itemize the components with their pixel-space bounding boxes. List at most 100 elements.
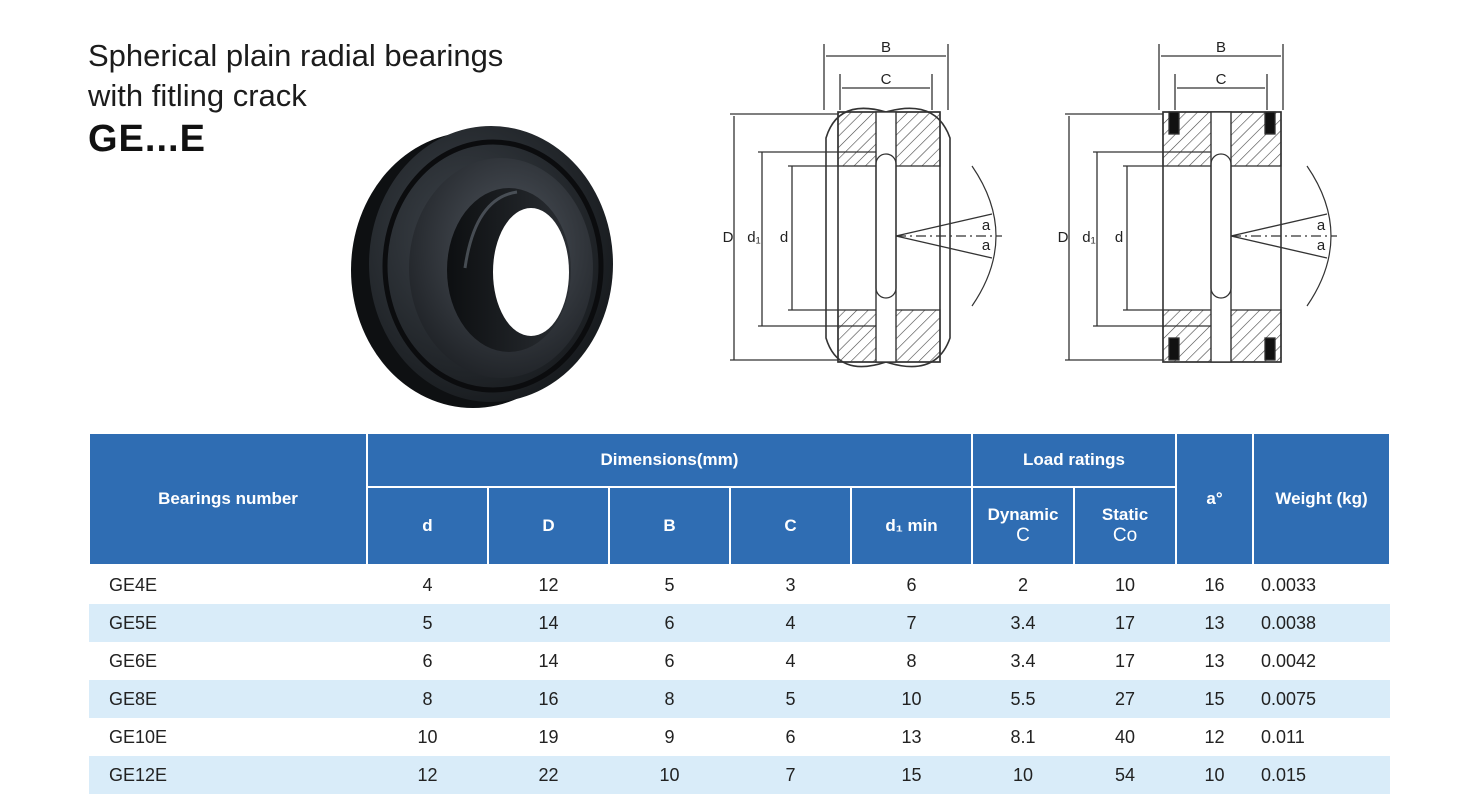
cell-a: 13 <box>1204 650 1225 671</box>
header-dynamic-label: Dynamic <box>987 505 1059 524</box>
cell-d: 6 <box>422 650 433 671</box>
cell-weight: 0.0033 <box>1261 574 1317 595</box>
cell-D: 12 <box>538 574 559 595</box>
cell-a: 12 <box>1204 726 1225 747</box>
cell-D: 16 <box>488 680 609 718</box>
label-D: D <box>1058 229 1069 246</box>
header-static: Static Co <box>1072 486 1178 566</box>
model-series: GE...E <box>88 118 206 160</box>
cell-d: 12 <box>367 756 488 794</box>
table-row: GE12E 12 22 10 7 15 10 54 10 0.015 <box>89 756 1391 794</box>
cell-weight: 0.0042 <box>1261 650 1317 671</box>
cell-C: 4 <box>785 650 796 671</box>
title-line-2: with fitling crack <box>88 78 307 113</box>
header-a-angle: a° <box>1175 432 1255 566</box>
header-bearing-number: Bearings number <box>88 432 368 566</box>
bearing-spec-table: Bearings number Dimensions(mm) Load rati… <box>88 432 1392 794</box>
cell-static: 54 <box>1074 756 1177 794</box>
cell-bearing-number: GE5E <box>89 604 367 642</box>
cell-d: 10 <box>417 726 438 747</box>
cell-B: 8 <box>609 680 730 718</box>
header-C: C <box>729 486 852 566</box>
cell-dynamic: 3.4 <box>972 604 1074 642</box>
cell-d1-min: 10 <box>851 680 972 718</box>
cell-d1-min: 6 <box>906 574 917 595</box>
cell-d1-min: 13 <box>901 726 922 747</box>
cell-a: 10 <box>1176 756 1254 794</box>
label-a-top: a <box>1317 217 1326 234</box>
table-row: GE4E 4 12 5 3 6 2 10 16 0.0033 <box>89 565 1390 604</box>
cell-d1-min: 7 <box>851 604 972 642</box>
cell-d1-min: 8 <box>906 650 917 671</box>
table-row: GE6E 6 14 6 4 8 3.4 17 13 0.0042 <box>89 642 1390 680</box>
cell-static: 10 <box>1114 574 1136 595</box>
cell-a: 15 <box>1176 680 1254 718</box>
header-dimensions: Dimensions(mm) <box>366 432 973 488</box>
label-C: C <box>881 71 892 88</box>
label-B: B <box>881 39 891 56</box>
cell-a: 13 <box>1176 604 1254 642</box>
cell-a: 16 <box>1204 574 1225 595</box>
cell-C: 4 <box>730 604 851 642</box>
cross-section-drawing-left: B C D d₁ d a a <box>723 39 1002 368</box>
cell-bearing-number: GE8E <box>89 680 367 718</box>
label-a-bottom: a <box>1317 237 1326 254</box>
cell-B: 6 <box>664 650 675 671</box>
header-dynamic-symbol: C <box>1016 525 1030 546</box>
label-a-top: a <box>982 217 991 234</box>
cell-B: 6 <box>609 604 730 642</box>
cell-D: 14 <box>488 604 609 642</box>
header-static-symbol: Co <box>1112 525 1138 546</box>
header-dynamic: Dynamic C <box>971 486 1075 566</box>
table-row: GE8E 8 16 8 5 10 5.5 27 15 0.0075 <box>89 680 1391 718</box>
cell-bearing-number: GE4E <box>109 574 158 595</box>
header-d: d <box>366 486 489 566</box>
bearing-photo <box>351 126 613 408</box>
table-row: GE5E 5 14 6 4 7 3.4 17 13 0.0038 <box>89 604 1391 642</box>
cell-C: 7 <box>730 756 851 794</box>
header-d1-min: d₁ min <box>850 486 973 566</box>
header-D: D <box>487 486 610 566</box>
label-C: C <box>1216 71 1227 88</box>
cell-d: 5 <box>367 604 488 642</box>
header-load-ratings: Load ratings <box>970 432 1178 488</box>
cell-static: 17 <box>1074 604 1177 642</box>
cell-B: 9 <box>664 726 675 747</box>
label-D: D <box>723 229 734 246</box>
label-d1: d₁ <box>747 229 760 246</box>
label-a-bottom: a <box>982 237 991 254</box>
cross-section-drawing-right: B C D d₁ d a a <box>1058 39 1337 363</box>
cell-bearing-number: GE10E <box>109 726 168 747</box>
cell-C: 5 <box>730 680 851 718</box>
cell-dynamic: 10 <box>972 756 1074 794</box>
cell-dynamic: 3.4 <box>1010 650 1036 671</box>
title-line-1: Spherical plain radial bearings <box>88 38 504 73</box>
cell-d1-min: 15 <box>851 756 972 794</box>
label-B: B <box>1216 39 1226 56</box>
cell-C: 6 <box>785 726 796 747</box>
cell-B: 10 <box>609 756 730 794</box>
cell-weight: 0.0075 <box>1253 680 1391 718</box>
cell-weight: 0.0038 <box>1253 604 1391 642</box>
cell-d: 4 <box>422 574 433 595</box>
cell-d: 8 <box>367 680 488 718</box>
label-d: d <box>780 229 788 246</box>
cell-dynamic: 8.1 <box>1010 726 1036 747</box>
page-title: Spherical plain radial bearings with fit… <box>88 36 503 116</box>
cell-static: 40 <box>1114 726 1136 747</box>
cell-dynamic: 5.5 <box>972 680 1074 718</box>
header-weight: Weight (kg) <box>1252 432 1392 566</box>
cell-C: 3 <box>785 574 796 595</box>
table-row: GE10E 10 19 9 6 13 8.1 40 12 0.011 <box>89 718 1390 756</box>
header-static-label: Static <box>1101 505 1149 524</box>
cell-static: 17 <box>1114 650 1136 671</box>
cell-weight: 0.015 <box>1253 756 1391 794</box>
cell-dynamic: 2 <box>1017 574 1028 595</box>
cell-D: 14 <box>538 650 559 671</box>
label-d: d <box>1115 229 1123 246</box>
header-B: B <box>608 486 731 566</box>
cell-D: 19 <box>538 726 559 747</box>
cell-bearing-number: GE6E <box>109 650 158 671</box>
cell-B: 5 <box>664 574 675 595</box>
cell-bearing-number: GE12E <box>89 756 367 794</box>
